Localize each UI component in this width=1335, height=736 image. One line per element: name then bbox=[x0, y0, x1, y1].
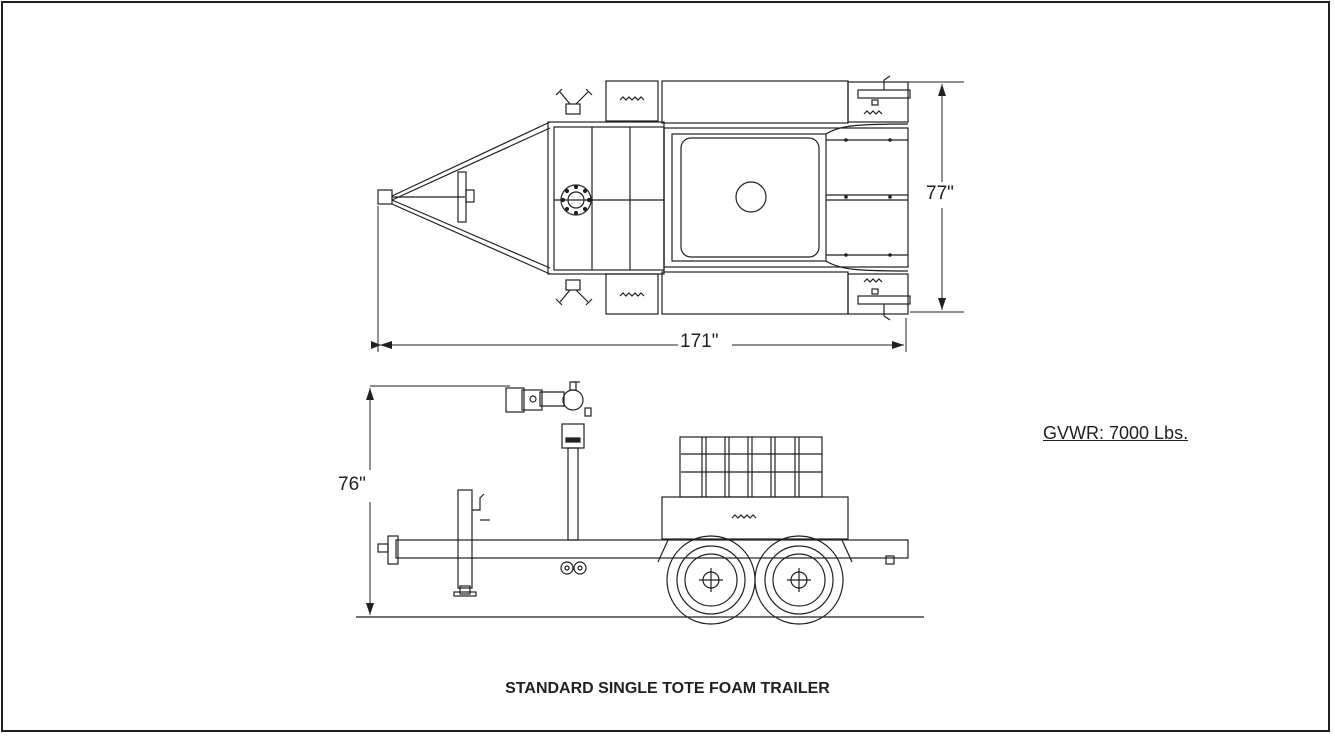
tongue-a-frame bbox=[377, 121, 551, 275]
drawing-title: STANDARD SINGLE TOTE FOAM TRAILER bbox=[505, 680, 830, 697]
top-view bbox=[377, 75, 911, 321]
height-dimension-label: 76" bbox=[338, 474, 366, 495]
fender-box bbox=[657, 496, 853, 563]
tote-cage bbox=[679, 436, 823, 498]
width-dimension-label: 77" bbox=[924, 183, 956, 204]
gvwr-label: GVWR: 7000 Lbs. bbox=[1043, 423, 1189, 443]
length-dimension-label: 171" bbox=[678, 331, 721, 352]
tongue-jack bbox=[453, 489, 490, 597]
frame-rail bbox=[377, 535, 909, 565]
dimension-lines-top bbox=[371, 81, 964, 352]
rear-jacks bbox=[847, 75, 911, 321]
side-view bbox=[356, 381, 924, 625]
front-platform bbox=[547, 121, 665, 275]
suspension-hardware bbox=[560, 561, 587, 575]
wye-fittings bbox=[555, 88, 593, 306]
wheels bbox=[666, 535, 844, 625]
monitor-standpipe bbox=[370, 381, 592, 541]
fenders bbox=[605, 80, 849, 315]
deck-and-tote bbox=[663, 123, 909, 272]
dimension-lines-side bbox=[366, 388, 374, 615]
